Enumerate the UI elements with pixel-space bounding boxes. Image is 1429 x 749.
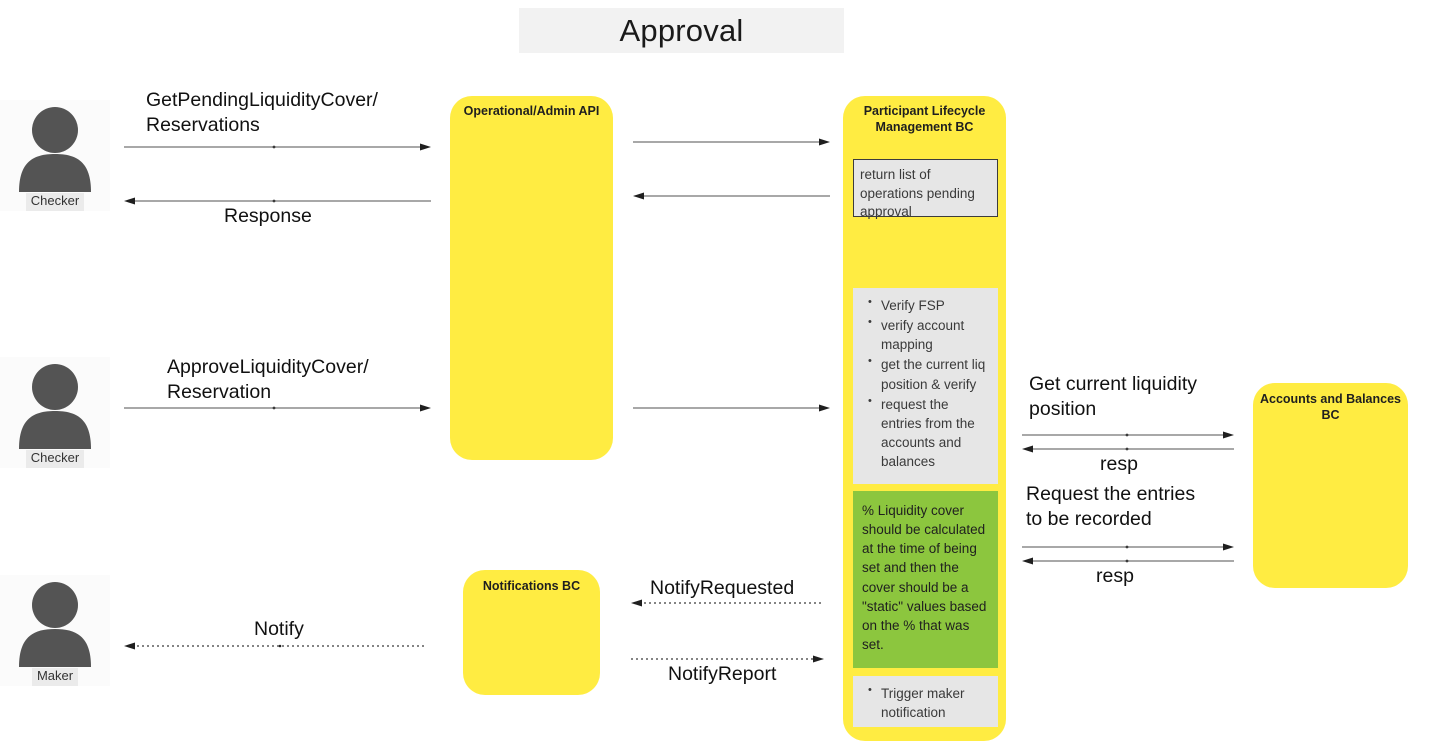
- actor-label: Checker: [25, 450, 85, 468]
- person-icon: [15, 575, 95, 667]
- message-label-response: Response: [224, 205, 312, 227]
- message-label-resp-entries: resp: [1096, 565, 1134, 587]
- actor-label: Maker: [31, 668, 79, 686]
- message-arrow-resp-entries: [1022, 556, 1234, 566]
- message-label-notifyreport: NotifyReport: [668, 663, 777, 685]
- message-label-get-current-liquidity-position: Get current liquidity position: [1029, 373, 1197, 420]
- message-arrow-resp-liquidity: [1022, 444, 1234, 454]
- list-item: verify account mapping: [868, 315, 990, 354]
- message-arrow-approveliquiditycover: [124, 403, 431, 413]
- message-label-approveliquiditycover: ApproveLiquidityCover/ Reservation: [167, 356, 369, 403]
- message-label-request-entries-recorded: Request the entries to be recorded: [1026, 483, 1196, 530]
- actor-label: Checker: [25, 193, 85, 211]
- message-arrow-getpendingliquiditycover: [124, 142, 431, 152]
- message-arrow-request-entries-recorded: [1022, 542, 1234, 552]
- list-item: request the entries from the accounts an…: [868, 394, 990, 472]
- actor-checker-middle: Checker: [0, 357, 110, 468]
- message-arrow-response: [124, 196, 431, 206]
- participant-accounts-balances-bc[interactable]: Accounts and Balances BC: [1253, 383, 1408, 588]
- note-list: Trigger maker notification: [859, 683, 990, 722]
- participant-label: Accounts and Balances BC: [1259, 392, 1401, 422]
- message-label-notify: Notify: [254, 618, 304, 640]
- message-arrow-plm-to-api-response: [633, 191, 830, 201]
- message-label-resp-liquidity: resp: [1100, 453, 1138, 475]
- message-arrow-notifyrequested: [631, 598, 824, 608]
- participant-label: Operational/Admin API: [463, 104, 600, 118]
- message-arrow-get-current-liquidity-position: [1022, 430, 1234, 440]
- diagram-title-band: Approval: [519, 8, 844, 53]
- note-liquidity-cover: % Liquidity cover should be calculated a…: [853, 491, 998, 668]
- message-arrow-notify: [124, 641, 427, 651]
- note-return-list: return list of operations pending approv…: [853, 159, 998, 220]
- note-text: % Liquidity cover should be calculated a…: [862, 503, 987, 653]
- participant-operational-admin-api[interactable]: Operational/Admin API: [450, 96, 613, 460]
- participant-label: Participant Lifecycle Management BC: [863, 104, 986, 134]
- note-trigger-maker: Trigger maker notification: [853, 676, 998, 727]
- actor-checker-top: Checker: [0, 100, 110, 211]
- person-icon: [15, 100, 95, 192]
- note-verify-steps: Verify FSP verify account mapping get th…: [853, 288, 998, 484]
- message-label-getpendingliquiditycover: GetPendingLiquidityCover/ Reservations: [146, 89, 378, 136]
- message-arrow-api-to-plm-request: [633, 137, 830, 147]
- list-item: Trigger maker notification: [868, 683, 990, 722]
- message-label-notifyrequested: NotifyRequested: [650, 577, 795, 599]
- list-item: get the current liq position & verify: [868, 354, 990, 393]
- actor-maker-bottom: Maker: [0, 575, 110, 686]
- participant-label: Notifications BC: [482, 579, 581, 593]
- note-list: Verify FSP verify account mapping get th…: [859, 295, 990, 472]
- message-arrow-notifyreport: [631, 654, 824, 664]
- list-item: Verify FSP: [868, 295, 990, 315]
- page-title: Approval: [619, 13, 744, 48]
- message-arrow-api-to-plm-approve: [633, 403, 830, 413]
- participant-notifications-bc[interactable]: Notifications BC: [463, 570, 600, 695]
- person-icon: [15, 357, 95, 449]
- note-text: return list of operations pending approv…: [860, 167, 975, 220]
